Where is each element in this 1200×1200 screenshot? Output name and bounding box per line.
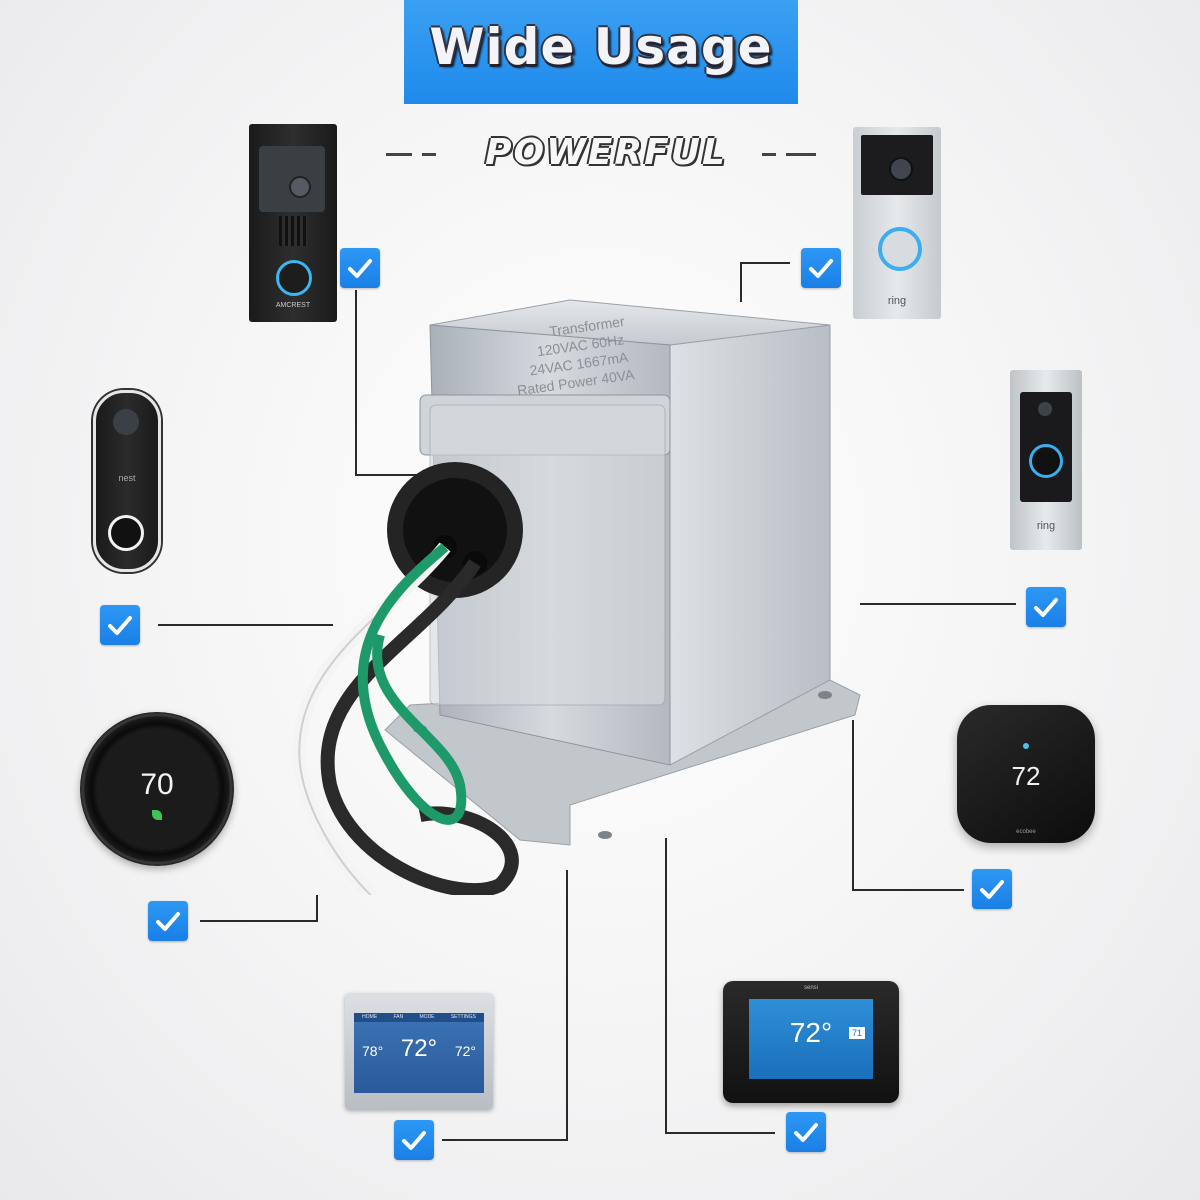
connector-line [442,1139,568,1141]
leaf-icon [152,810,162,820]
nest-thermostat: 70 [80,712,234,866]
check-icon [394,1120,434,1160]
check-icon [1026,587,1066,627]
camera-lens-icon [113,409,139,435]
check-icon [148,901,188,941]
doorbell-brand: ring [1036,520,1056,532]
check-icon [786,1112,826,1152]
camera-housing [259,146,325,212]
setpoint-badge: 71 [848,1027,865,1039]
connector-line [158,624,333,626]
thermostat-brand: sensi [803,985,818,991]
subtitle-dash-right-short [762,153,776,156]
subtitle-dash-left [386,153,412,156]
subtitle-dash-right [786,153,816,156]
outdoor-temperature: 78° [362,1043,384,1059]
connector-line [740,262,790,264]
connector-line [316,895,318,922]
connector-line [852,720,854,890]
camera-lens-icon [1038,402,1052,416]
doorbell-brand: nest [118,473,136,483]
connector-line [566,870,568,1140]
ecobee-thermostat: 72 ecobee [957,705,1095,843]
doorbell-button-icon [878,227,922,271]
banner-title: Wide Usage [429,18,773,76]
honeywell-thermostat: HOME FAN MODE SETTINGS 78° 72° 72° [345,993,493,1109]
doorbell-button-icon [108,515,144,551]
connector-line [355,474,420,476]
title-banner: Wide Usage [404,0,798,104]
doorbell-brand: ring [887,295,907,307]
tab-fan: FAN [393,1014,404,1020]
thermostat-brand: ecobee [1016,829,1036,835]
subtitle-row: POWERFUL [386,128,826,178]
connector-line [860,603,1016,605]
check-icon [340,248,380,288]
thermostat-tabs: HOME FAN MODE SETTINGS [354,1013,484,1022]
connector-line [665,838,667,1133]
connector-line [740,262,742,302]
thermostat-temperature: 70 [140,768,174,801]
check-icon [972,869,1012,909]
tab-home: HOME [362,1014,378,1020]
doorbell-button-icon [276,260,312,296]
connector-line [200,920,317,922]
camera-lens-icon [289,176,311,198]
connector-line [355,290,357,475]
video-doorbell-amcrest: AMCREST [249,124,337,322]
camera-housing [861,135,933,195]
subtitle-dash-left-short [422,153,436,156]
thermostat-screen: HOME FAN MODE SETTINGS 78° 72° 72° [354,1013,484,1093]
video-doorbell-nest: nest [93,390,161,572]
doorbell-brand: AMCREST [275,302,311,309]
thermostat-temperature: 72° [789,1017,833,1048]
transformer: Transformer 120VAC 60Hz 24VAC 1667mA Rat… [270,285,870,935]
connector-line [852,889,964,891]
camera-lens-icon [889,157,913,181]
doorbell-button-icon [1029,444,1063,478]
banner-subtitle: POWERFUL [485,132,727,173]
setpoint-temperature: 72° [454,1043,476,1059]
tab-mode: MODE [419,1014,435,1020]
sensi-thermostat: sensi 72° 71 [723,981,899,1103]
tab-settings: SETTINGS [450,1014,476,1020]
speaker-grill [279,216,307,246]
video-doorbell-ring-pro: ring [1010,370,1082,550]
connector-line [665,1132,775,1134]
check-icon [100,605,140,645]
indoor-temperature: 72° [400,1035,438,1062]
doorbell-face [1020,392,1072,502]
video-doorbell-ring: ring [853,127,941,319]
check-icon [801,248,841,288]
thermostat-screen: 72° 71 [749,999,873,1079]
sensor-dot-icon [1023,743,1029,749]
thermostat-temperature: 72 [1011,761,1041,791]
